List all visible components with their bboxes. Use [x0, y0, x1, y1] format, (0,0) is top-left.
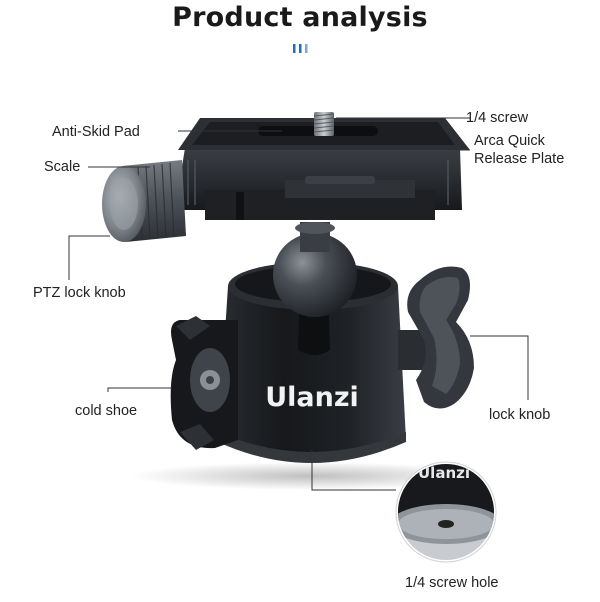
label-cold-shoe: cold shoe	[75, 403, 138, 419]
ptz-lock-knob-illustration	[102, 160, 186, 242]
label-ptz-lock-knob: PTZ lock knob	[33, 285, 126, 301]
label-anti-skid-pad: Anti-Skid Pad	[52, 124, 140, 140]
label-release-plate: Release Plate	[474, 151, 565, 167]
screw-hole-inset: Ulanzi	[395, 461, 497, 563]
svg-text:Ulanzi: Ulanzi	[418, 464, 470, 482]
label-lock-knob: lock knob	[489, 407, 551, 423]
label-arca: Arca Quick	[474, 133, 545, 149]
ball-joint	[273, 222, 357, 317]
page-title: Product analysis	[172, 2, 428, 33]
cold-shoe-illustration	[170, 316, 238, 450]
lock-knob-illustration	[398, 266, 474, 409]
label-scale: Scale	[44, 159, 81, 175]
label-screw-hole: 1/4 screw hole	[405, 575, 499, 591]
label-screw: 1/4 screw	[466, 110, 529, 126]
mounting-screw	[313, 112, 335, 136]
brand-logo: Ulanzi	[265, 382, 359, 413]
ground-shadow	[130, 462, 490, 490]
callout-lines	[68, 117, 529, 491]
accent-mark	[293, 44, 308, 53]
